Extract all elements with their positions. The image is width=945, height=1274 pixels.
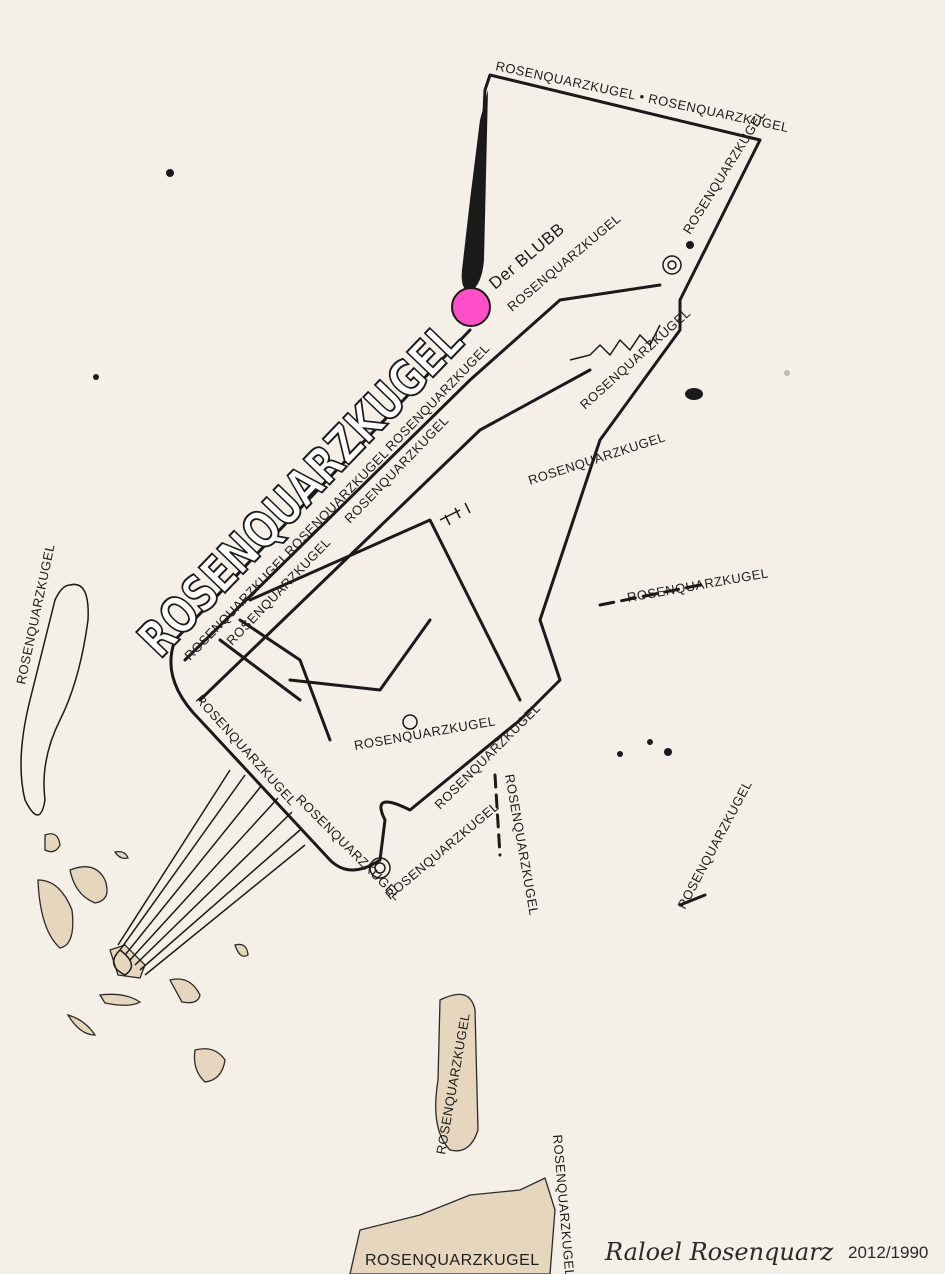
label: ROSENQUARZKUGEL xyxy=(353,713,497,753)
label: ROSENQUARZKUGEL xyxy=(526,429,667,488)
decorations xyxy=(93,169,790,976)
label: ROSENQUARZKUGEL xyxy=(674,778,755,912)
label: ROSENQUARZKUGEL xyxy=(680,107,769,236)
blubb-label: Der BLUBB xyxy=(485,219,568,293)
label: ROSENQUARZKUGEL xyxy=(550,1134,577,1274)
artwork-date: 2012/1990 xyxy=(848,1243,928,1262)
label: ROSENQUARZKUGEL xyxy=(382,799,501,903)
main-body-outline xyxy=(169,73,762,872)
stain-shapes xyxy=(37,833,556,1274)
inner-track xyxy=(183,283,662,742)
label: ROSENQUARZKUGEL xyxy=(365,1252,540,1269)
label: ROSENQUARZKUGEL xyxy=(626,565,770,605)
title-lettering: ROSENQUARZKUGEL xyxy=(127,312,474,669)
pink-ball xyxy=(451,287,491,327)
label: ROSENQUARZKUGEL xyxy=(577,305,694,412)
artist-signature: Raloel Rosenquarz xyxy=(604,1238,834,1266)
spike-shape xyxy=(461,90,488,292)
label: ROSENQUARZKUGEL xyxy=(502,773,542,917)
rosenquarzkugel-labels: ROSENQUARZKUGEL • ROSENQUARZKUGEL ROSENQ… xyxy=(13,58,790,1274)
light-rays xyxy=(117,769,306,976)
left-island-outline xyxy=(20,583,89,816)
label: ROSENQUARZKUGEL xyxy=(193,692,300,809)
